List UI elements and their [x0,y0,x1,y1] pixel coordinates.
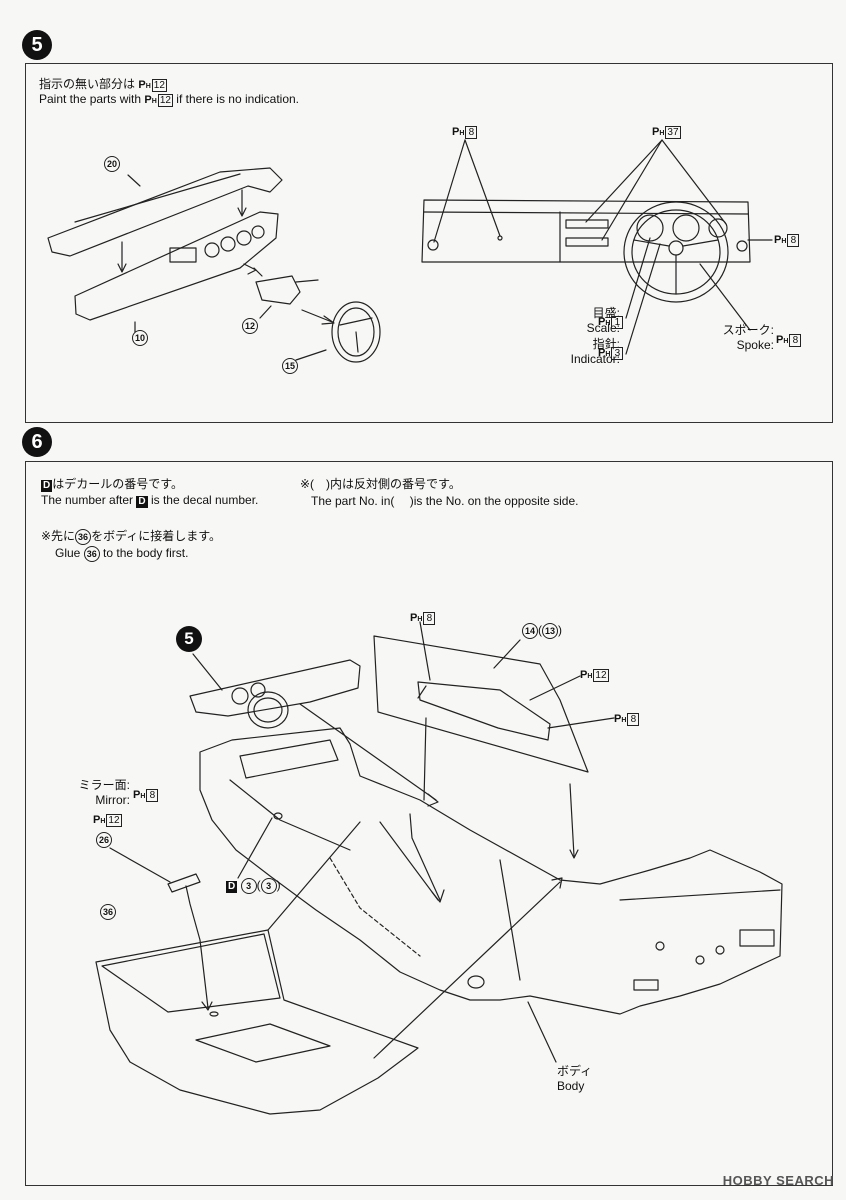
part-12-meter [255,275,301,305]
sub-step-5-badge: 5 [176,626,202,652]
opposite-note-jp: ※( )内は反対側の番号です。 [300,477,461,491]
decal-note-en: The number after D is the decal number. [41,493,259,508]
part-15-label: 15 [282,358,298,374]
scale-label: 目盛: Scale: [586,306,620,335]
steering-wheel-detail [623,201,729,303]
door-panel [373,635,589,773]
glue-note-en: Glue 36 to the body first. [55,546,189,562]
car-body [199,727,783,1015]
decal-3-label: D 3(3) [226,878,281,894]
sub-assembly-5 [189,659,361,717]
part-36-label: 36 [100,904,116,920]
part-26-mirror [167,873,201,893]
body-label: ボディ Body [557,1064,593,1093]
dashboard-detail [421,199,751,263]
door-part-label: 14(13) [522,623,562,639]
part-20-dash-cover [47,167,283,257]
spoke-label: スポーク: Spoke: [722,323,774,352]
opposite-note-en: The part No. in( )is the No. on the oppo… [311,494,579,508]
step-6-badge: 6 [22,427,52,457]
part-10-label: 10 [132,330,148,346]
part-10-dash-panel [74,211,279,321]
step-5-badge: 5 [22,30,52,60]
watermark: HOBBY SEARCH [722,1173,834,1188]
part-15-steering-wheel [331,301,381,363]
part-36-floor [95,929,419,1115]
part-26-label: 26 [96,832,112,848]
mirror-label: ミラー面: Mirror: [78,778,130,807]
part-12-label: 12 [242,318,258,334]
part-20-label: 20 [104,156,120,172]
